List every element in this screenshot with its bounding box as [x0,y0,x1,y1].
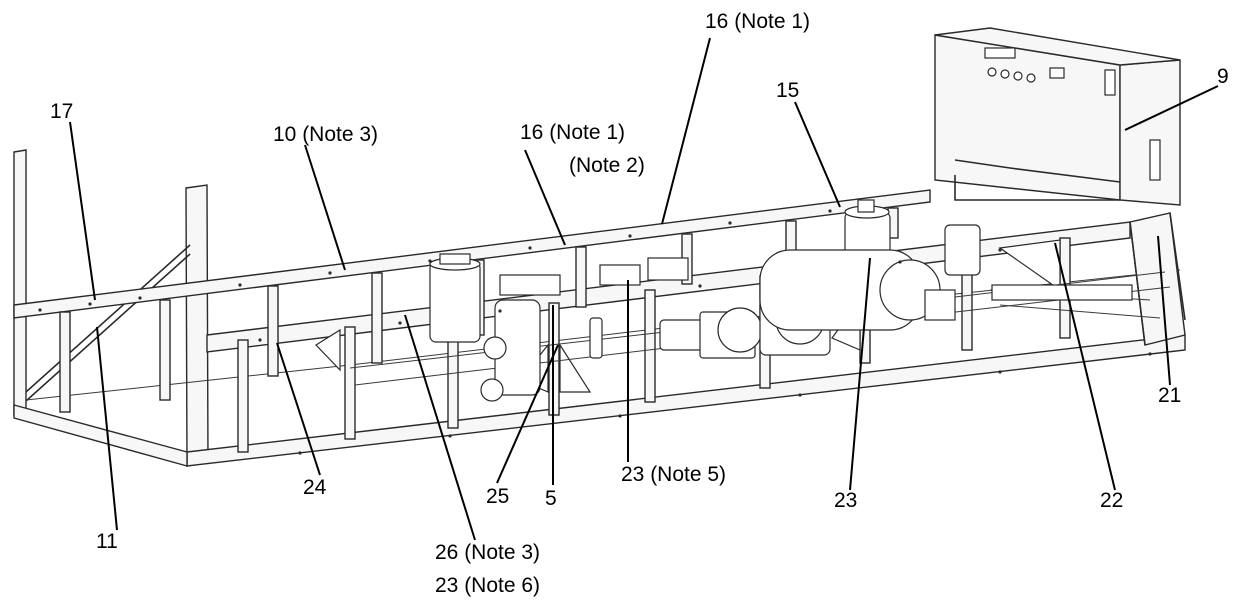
callout-15: 15 [776,79,799,102]
callout-9: 9 [1217,65,1229,88]
callout-23: 23 [834,489,857,512]
left-diagonal-brace [25,244,191,393]
junction-box [647,257,689,281]
callout-5: 5 [545,487,557,510]
callout-17: 17 [50,100,73,123]
back-top-rail [13,189,931,319]
bolt-holes [38,209,1152,455]
leader-lines [69,37,1219,541]
callout-23-note5: 23 (Note 5) [621,463,726,486]
left-bottom-rail [13,404,188,467]
callout-16-note2: (Note 2) [569,154,645,177]
left-end-post-back [13,149,27,416]
callouts: 17 10 (Note 3) 16 (Note 1) (Note 2) 16 (… [50,10,1229,597]
components [429,199,1133,402]
control-panel [934,27,1181,206]
callout-26-note3: 26 (Note 3) [435,541,540,564]
callout-21: 21 [1158,384,1181,407]
callout-25: 25 [486,485,509,508]
skid-frame [13,149,1186,467]
callout-16-top: 16 (Note 1) [705,10,810,33]
callout-10: 10 (Note 3) [273,123,378,146]
left-end-post-front [185,184,209,467]
callout-11: 11 [96,530,118,553]
callout-24: 24 [303,476,327,499]
right-end-frame [1129,212,1186,346]
callout-22: 22 [1100,489,1123,512]
callout-23-note6: 23 (Note 6) [435,574,540,597]
callout-16-note1: 16 (Note 1) [520,121,625,144]
filter-tank-left [429,261,481,343]
